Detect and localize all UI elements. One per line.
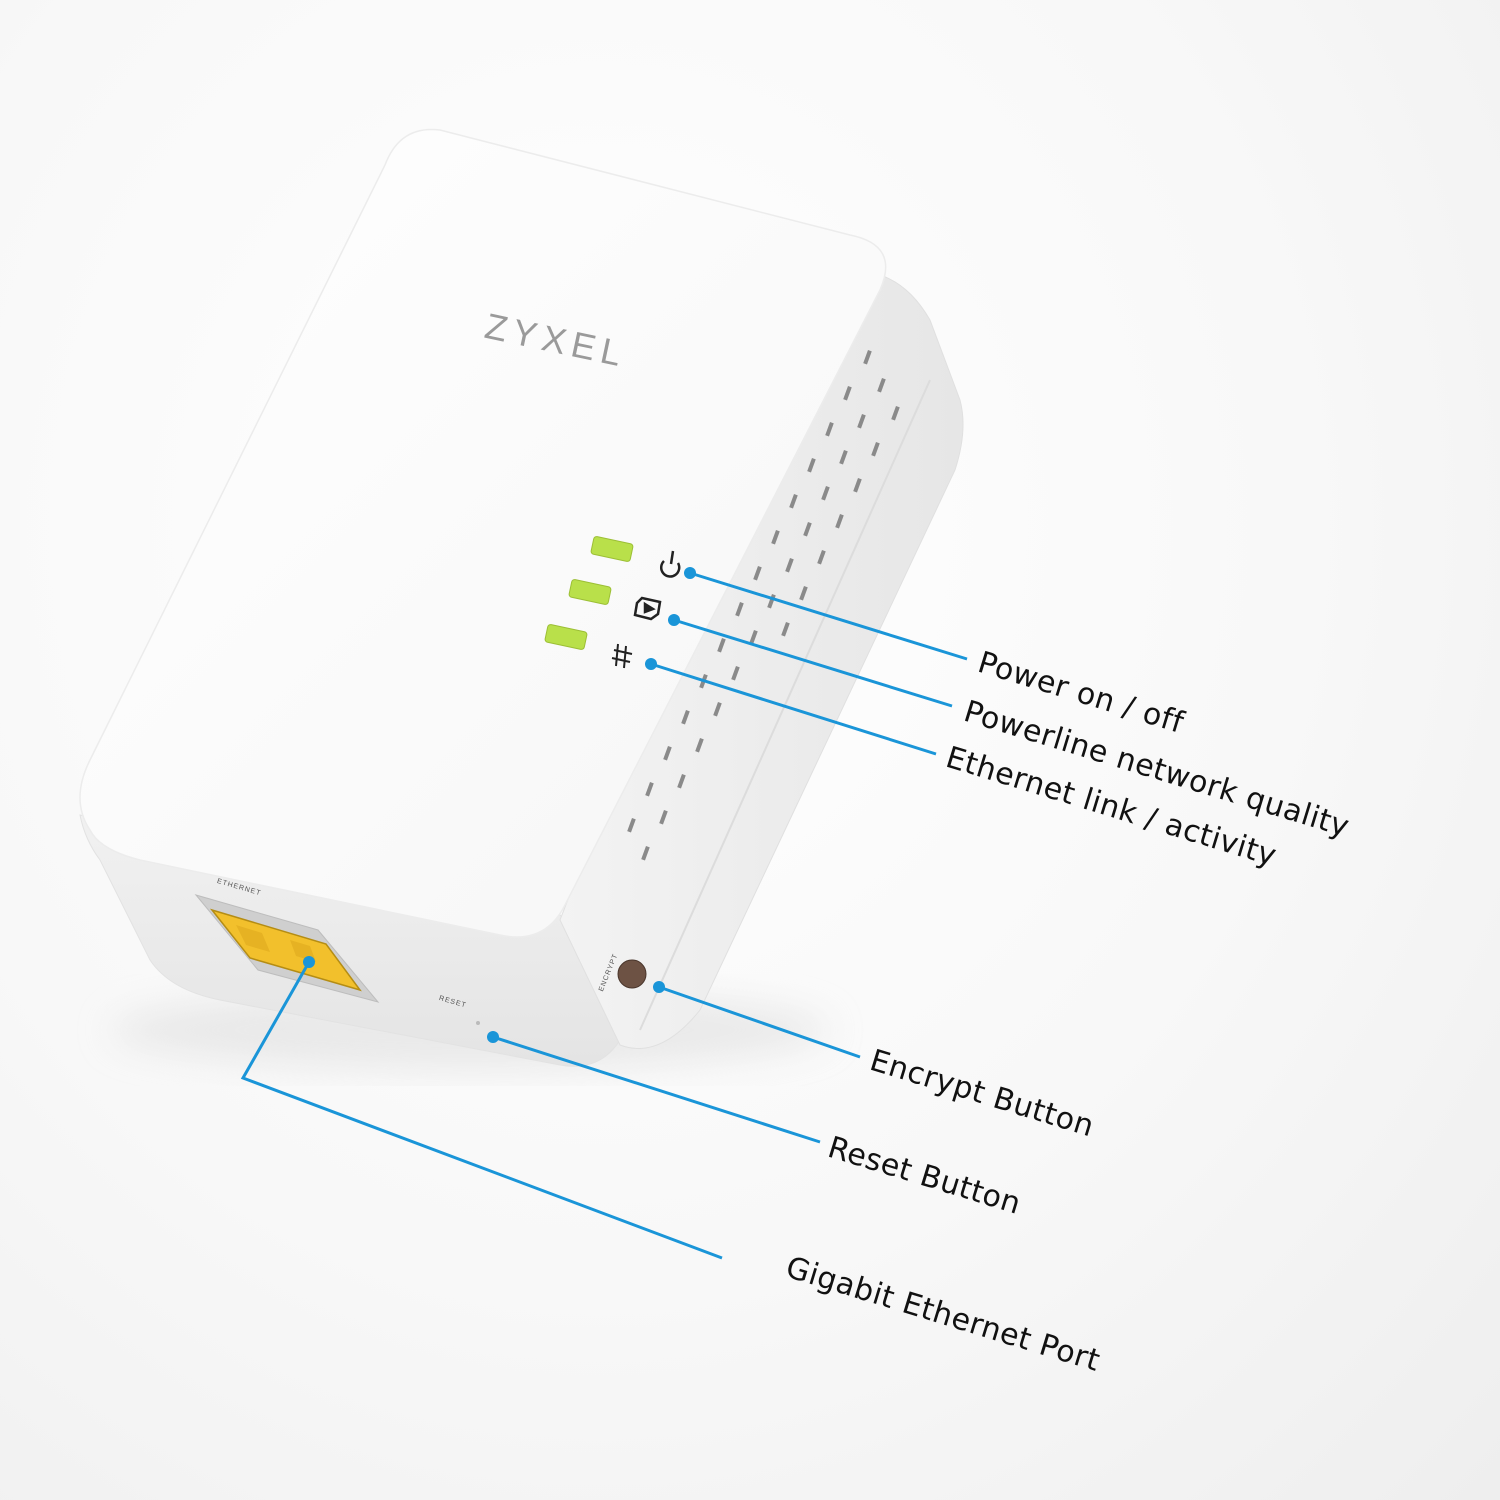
powerline-icon (633, 596, 662, 621)
device-front-face (79, 128, 887, 938)
encrypt-button (617, 959, 647, 989)
power-icon (659, 550, 681, 578)
callout-dots (303, 567, 696, 1043)
callout-line-reset (492, 1035, 821, 1144)
callout-line-powerline (673, 618, 953, 708)
device-bottom-face (79, 814, 641, 1067)
callout-line-power (689, 571, 968, 661)
callout-line-encrypt (658, 985, 861, 1059)
ethernet-icon (611, 643, 633, 669)
led-group (544, 536, 634, 650)
vent-grid (627, 350, 900, 861)
ethernet-port (194, 894, 380, 1003)
reset-hole (476, 1021, 480, 1025)
callout-line-gigabit-port (240, 961, 723, 1260)
callout-lines (240, 571, 968, 1260)
power-led (590, 536, 634, 562)
ethernet-led (544, 624, 588, 650)
device-side-face (559, 274, 964, 1049)
powerline-led (568, 579, 612, 605)
callout-line-ethernet-led (650, 662, 937, 756)
